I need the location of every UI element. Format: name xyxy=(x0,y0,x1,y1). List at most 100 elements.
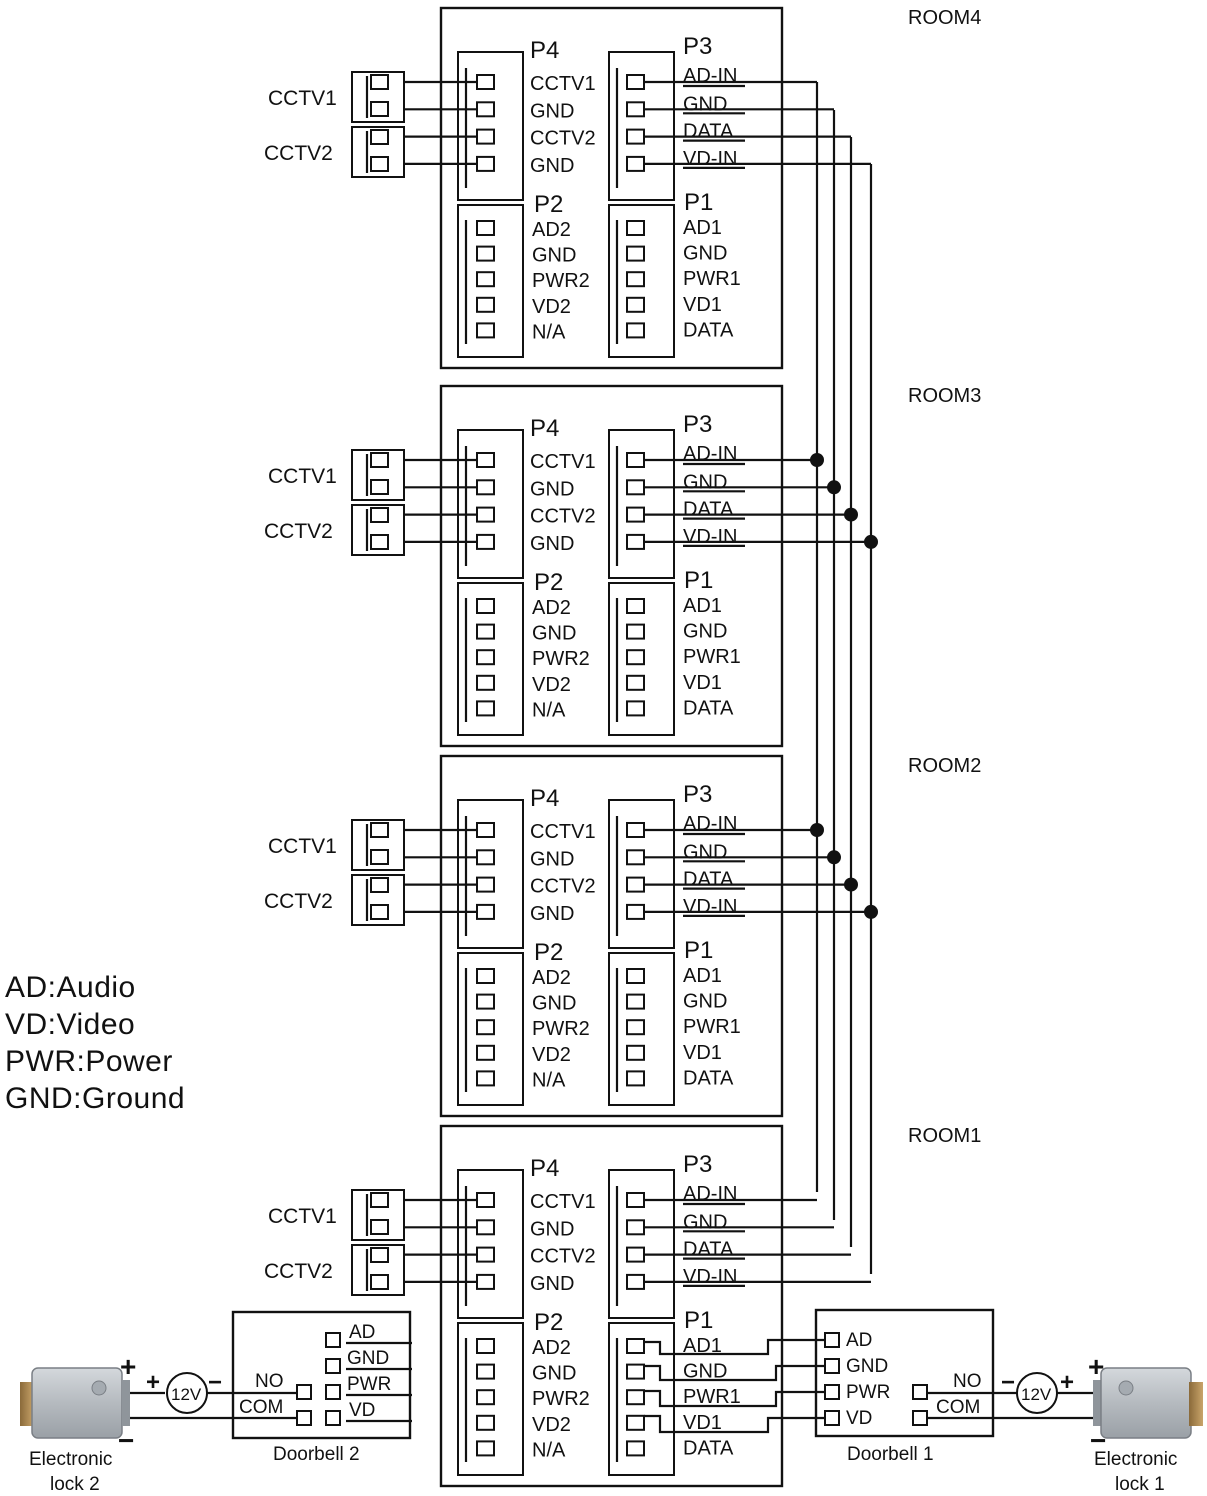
legend-video: VD:Video xyxy=(5,1008,135,1041)
cctv-label: CCTV2 xyxy=(264,142,333,165)
p2-pin-label: N/A xyxy=(532,699,566,721)
cctv-label: CCTV2 xyxy=(264,1260,333,1283)
doorbell-1-label-pwr: PWR xyxy=(846,1382,890,1403)
p2-pin xyxy=(476,322,495,339)
p1-pin-label: GND xyxy=(683,1361,727,1383)
p1-pin xyxy=(626,1414,645,1431)
doorbell-1: AD GND PWR VD NO COM Doorbell 1 xyxy=(814,1308,995,1465)
p2-pin-label: PWR2 xyxy=(532,648,590,670)
p3-pin-label: GND xyxy=(683,841,727,863)
p4-pin-label: GND xyxy=(530,533,574,555)
p2-label: P2 xyxy=(534,1309,563,1336)
p3-pin-label: AD-IN xyxy=(683,443,737,465)
cctv-pin xyxy=(370,822,389,838)
p2-pin-label: GND xyxy=(532,993,576,1015)
p3-pin-label: GND xyxy=(683,93,727,115)
doorbell-2-relay-no xyxy=(296,1384,312,1400)
p1-pin xyxy=(626,271,645,288)
p4-label: P4 xyxy=(530,415,559,442)
room-label: ROOM4 xyxy=(908,7,981,29)
p1-pin xyxy=(626,1363,645,1380)
p2-pin-label: GND xyxy=(532,1363,576,1385)
cctv-pin xyxy=(370,1247,389,1263)
cctv-label: CCTV1 xyxy=(268,835,337,858)
p2-pin xyxy=(476,1044,495,1061)
p4-pin-label: GND xyxy=(530,903,574,925)
bus-junction xyxy=(810,453,824,467)
cctv-label: CCTV2 xyxy=(264,520,333,543)
doorbell-1-pin-gnd xyxy=(824,1358,840,1374)
p3-pin xyxy=(626,452,645,468)
cctv-pin xyxy=(370,156,389,172)
doorbell-1-relay-com xyxy=(912,1410,928,1426)
doorbell-1-label-no: NO xyxy=(953,1371,982,1392)
p2-pin xyxy=(476,993,495,1010)
lock-1-minus: − xyxy=(1090,1425,1106,1456)
lock-2-plus: + xyxy=(120,1351,136,1382)
p2-pin-label: VD2 xyxy=(532,1414,571,1436)
p1-pin-label: AD1 xyxy=(683,1335,722,1357)
supply-right-label: 12V xyxy=(1021,1385,1052,1404)
p3-pin xyxy=(626,479,645,496)
supply-left-plus: + xyxy=(146,1369,160,1396)
p4-pin-label: CCTV2 xyxy=(530,506,596,528)
p1-pin xyxy=(626,1044,645,1061)
lock-1-body xyxy=(1100,1367,1192,1439)
bus-junction xyxy=(844,507,858,522)
doorbell-1-box xyxy=(814,1308,995,1438)
p2-pin xyxy=(476,649,495,666)
doorbell-1-label-gnd: GND xyxy=(846,1356,888,1377)
p1-pin xyxy=(626,245,645,262)
p2-pin xyxy=(476,296,495,313)
p2-pin-label: VD2 xyxy=(532,1044,571,1066)
p1-label: P1 xyxy=(684,567,713,594)
p2-pin-label: N/A xyxy=(532,1439,566,1461)
p1-pin-label: AD1 xyxy=(683,217,722,239)
p4-pin xyxy=(476,533,495,550)
p1-pin-label: AD1 xyxy=(683,965,722,987)
p4-pin-label: CCTV1 xyxy=(530,451,596,473)
legend: AD:Audio VD:Video PWR:Power GND:Ground xyxy=(5,971,185,1115)
p4-pin-label: CCTV1 xyxy=(530,821,596,843)
lock-2-terminal xyxy=(122,1380,130,1426)
doorbell-2-title: Doorbell 2 xyxy=(273,1444,360,1465)
p3-label: P3 xyxy=(683,781,712,808)
p3-pin xyxy=(626,533,645,550)
doorbell-2-label-gnd: GND xyxy=(347,1348,389,1369)
p2-pin xyxy=(476,1363,495,1380)
p4-pin xyxy=(476,1219,495,1236)
lock-2-bolt xyxy=(20,1382,34,1426)
room-label: ROOM1 xyxy=(908,1125,981,1147)
cctv-pin xyxy=(370,849,389,865)
p3-pin xyxy=(626,101,645,118)
p1-pin xyxy=(626,700,645,717)
p2-pin xyxy=(476,1338,495,1354)
p2-pin xyxy=(476,674,495,691)
cctv-pin xyxy=(370,101,389,117)
p1-pin-label: DATA xyxy=(683,319,734,341)
bus-junction xyxy=(864,534,878,549)
trunk-bus xyxy=(815,82,873,1274)
p3-pin xyxy=(626,903,645,920)
p3-pin-label: DATA xyxy=(683,121,734,143)
doorbell-1-pin-ad xyxy=(824,1332,840,1348)
doorbell-2-pin-pwr xyxy=(325,1384,341,1400)
p1-pin-label: PWR1 xyxy=(683,268,741,290)
p4-pin xyxy=(476,128,495,145)
lock-2-minus: − xyxy=(118,1425,134,1456)
p4-pin-label: GND xyxy=(530,1218,574,1240)
cctv-pin xyxy=(370,129,389,145)
p4-pin xyxy=(476,452,495,468)
p3-pin-label: VD-IN xyxy=(683,1266,737,1288)
p2-pin xyxy=(476,245,495,262)
p4-pin xyxy=(476,1273,495,1290)
p1-pin-label: GND xyxy=(683,991,727,1013)
p3-pin xyxy=(626,1246,645,1263)
p1-pin-label: DATA xyxy=(683,1437,734,1459)
bus-junction xyxy=(827,850,841,865)
p4-pin-label: GND xyxy=(530,1273,574,1295)
p3-pin-label: VD-IN xyxy=(683,148,737,170)
